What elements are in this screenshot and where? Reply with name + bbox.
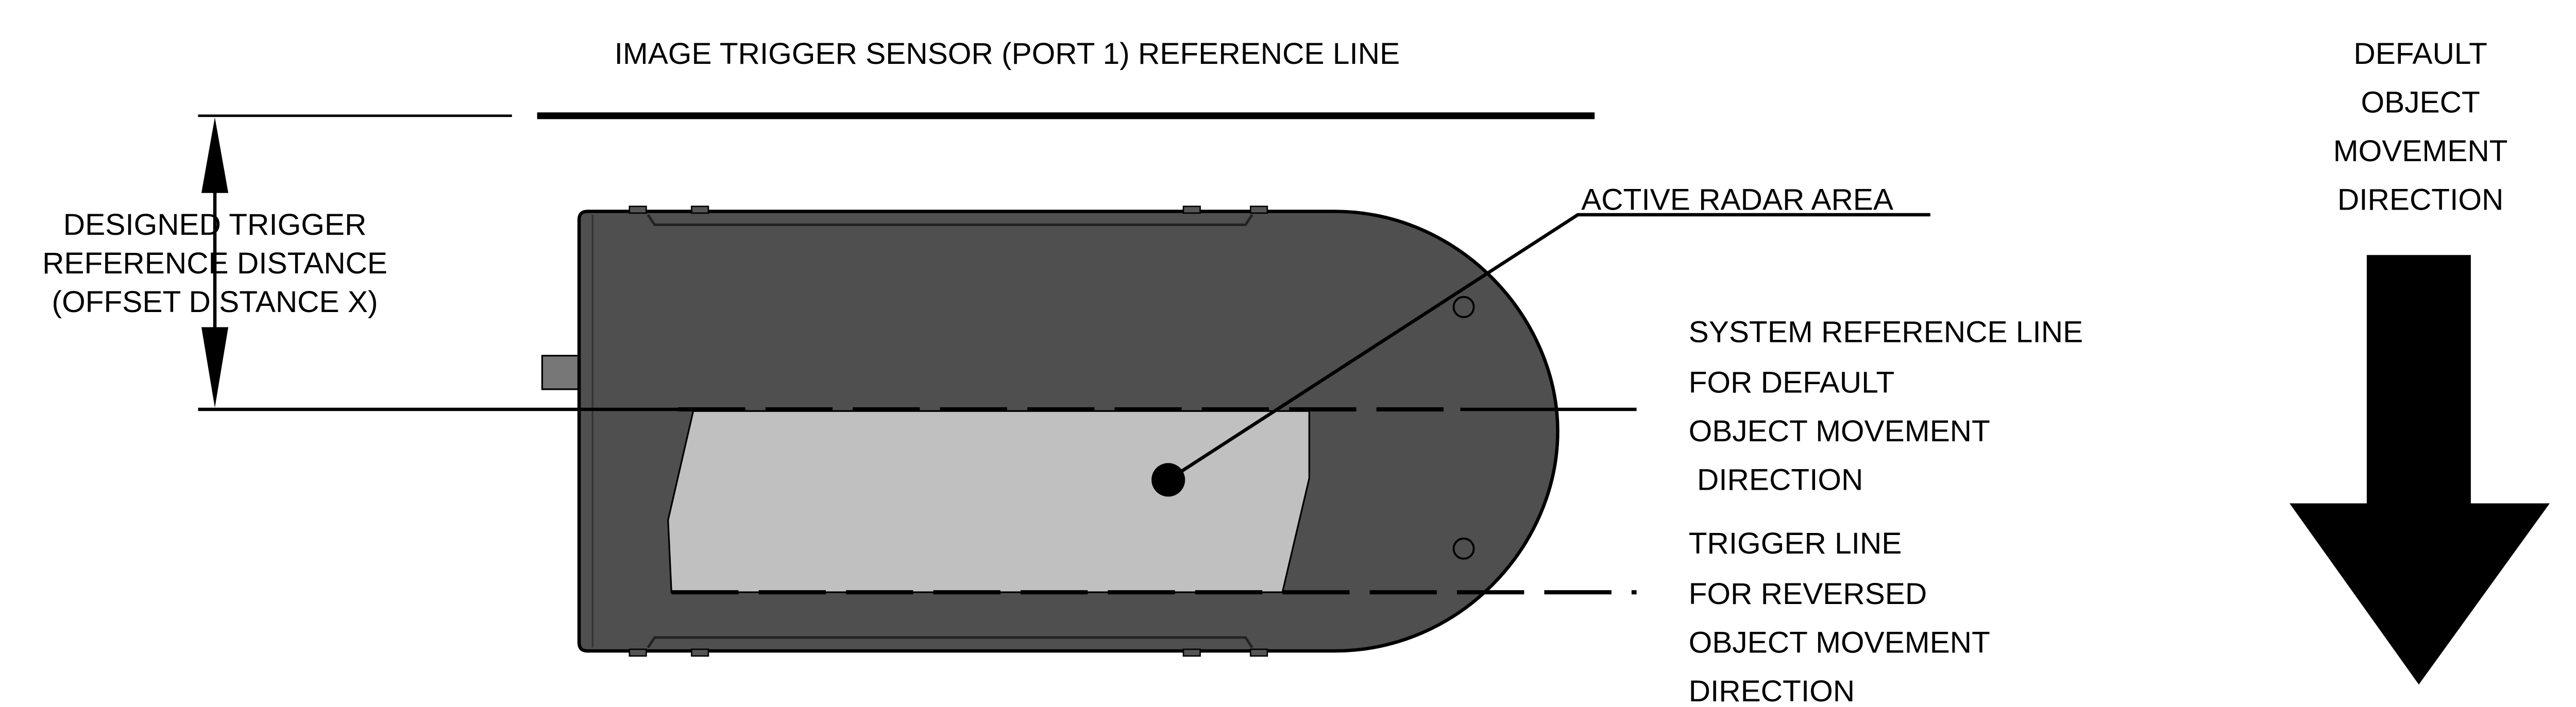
active-radar-leader bbox=[1167, 213, 1930, 481]
svg-text:OBJECT MOVEMENT: OBJECT MOVEMENT bbox=[1689, 415, 1990, 448]
default-direction-label: DEFAULT OBJECT MOVEMENT DIRECTION bbox=[2333, 37, 2508, 216]
svg-text:OBJECT MOVEMENT: OBJECT MOVEMENT bbox=[1689, 626, 1990, 659]
svg-text:(OFFSET DISTANCE X): (OFFSET DISTANCE X) bbox=[52, 285, 378, 319]
svg-text:FOR REVERSED: FOR REVERSED bbox=[1689, 577, 1927, 611]
radar-device bbox=[541, 205, 1560, 657]
svg-text:SYSTEM REFERENCE LINE: SYSTEM REFERENCE LINE bbox=[1689, 316, 2083, 349]
screw-hole-icon bbox=[1452, 537, 1475, 560]
svg-text:FOR DEFAULT: FOR DEFAULT bbox=[1689, 366, 1895, 399]
active-radar-area bbox=[667, 410, 1310, 593]
designed-distance-label: DESIGNED TRIGGER REFERENCE DISTANCE (OFF… bbox=[42, 208, 387, 319]
svg-text:MOVEMENT: MOVEMENT bbox=[2333, 134, 2508, 168]
radar-center-dot bbox=[1151, 463, 1185, 497]
svg-text:DESIGNED TRIGGER: DESIGNED TRIGGER bbox=[63, 208, 367, 242]
top-reference-label: IMAGE TRIGGER SENSOR (PORT 1) REFERENCE … bbox=[615, 37, 1400, 71]
svg-text:OBJECT: OBJECT bbox=[2361, 85, 2480, 119]
screw-hole-icon bbox=[1452, 296, 1475, 318]
active-radar-label: ACTIVE RADAR AREA bbox=[1581, 183, 1893, 216]
offset-dimension-arrow bbox=[201, 117, 229, 408]
svg-text:DIRECTION: DIRECTION bbox=[1689, 463, 1863, 496]
svg-text:DIRECTION: DIRECTION bbox=[1689, 675, 1855, 707]
svg-text:DIRECTION: DIRECTION bbox=[2337, 183, 2503, 216]
trigger-line-label: TRIGGER LINE FOR REVERSED OBJECT MOVEMEN… bbox=[1689, 527, 1990, 707]
arrow-down-icon bbox=[2290, 255, 2550, 685]
svg-text:TRIGGER LINE: TRIGGER LINE bbox=[1689, 527, 1902, 560]
svg-text:REFERENCE DISTANCE: REFERENCE DISTANCE bbox=[42, 247, 387, 280]
svg-text:DEFAULT: DEFAULT bbox=[2353, 37, 2487, 71]
system-reference-label: SYSTEM REFERENCE LINE FOR DEFAULT OBJECT… bbox=[1689, 316, 2083, 497]
